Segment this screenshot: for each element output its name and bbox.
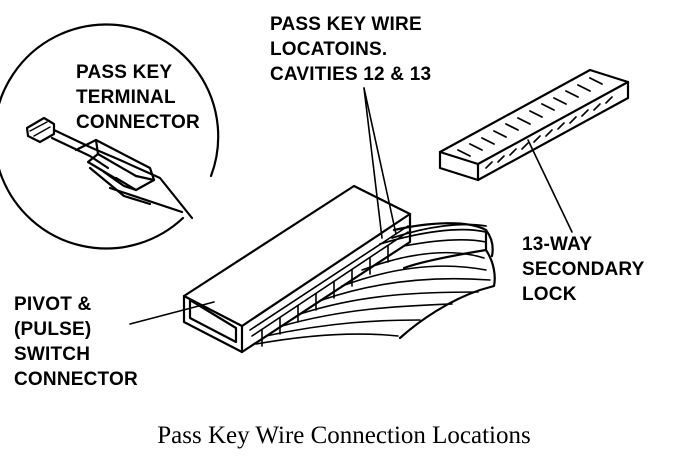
figure-caption: Pass Key Wire Connection Locations xyxy=(157,422,531,449)
label-line: PIVOT & xyxy=(14,294,92,315)
label-line: TERMINAL xyxy=(76,87,176,108)
secondary-lock-part xyxy=(438,68,630,182)
label-line: LOCK xyxy=(522,284,577,305)
label-switch-connector: PIVOT & (PULSE) SWITCH CONNECTOR xyxy=(14,292,138,392)
label-line: CAVITIES 12 & 13 xyxy=(270,64,432,85)
label-line: SWITCH xyxy=(14,344,91,365)
label-line: 13-WAY xyxy=(522,234,593,255)
label-wire-locations: PASS KEY WIRE LOCATOINS. CAVITIES 12 & 1… xyxy=(270,12,431,87)
label-line: (PULSE) xyxy=(14,319,92,340)
label-line: PASS KEY WIRE xyxy=(270,14,422,35)
label-line: PASS KEY xyxy=(76,62,173,83)
label-line: CONNECTOR xyxy=(14,369,138,390)
label-line: CONNECTOR xyxy=(76,112,200,133)
terminal-detail-inset xyxy=(0,23,220,250)
leader-lines xyxy=(129,87,573,325)
wire-bundle xyxy=(255,222,496,345)
label-line: LOCATOINS. xyxy=(270,39,388,60)
switch-connector-housing xyxy=(182,184,412,354)
label-secondary-lock: 13-WAY SECONDARY LOCK xyxy=(522,232,645,307)
label-terminal-connector: PASS KEY TERMINAL CONNECTOR xyxy=(76,60,200,135)
label-line: SECONDARY xyxy=(522,259,645,280)
